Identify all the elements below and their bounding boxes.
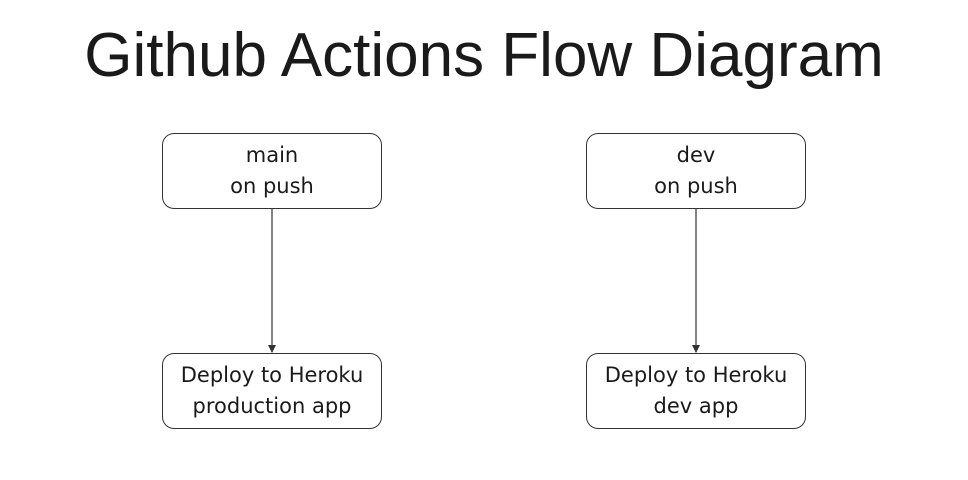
diagram-title: Github Actions Flow Diagram (84, 21, 884, 90)
node-label-line1: Deploy to Heroku (604, 363, 788, 387)
node-label-line2: on push (654, 174, 738, 198)
deploy-production-node: Deploy to Heroku production app (162, 353, 382, 429)
node-label-line2: dev app (653, 394, 739, 418)
dev-push-trigger-node: dev on push (586, 133, 806, 209)
node-label-line2: on push (230, 174, 314, 198)
node-label-line2: production app (192, 394, 352, 418)
node-label-line1: dev (676, 143, 716, 167)
node-label-line1: Deploy to Heroku (180, 363, 364, 387)
deploy-dev-node: Deploy to Heroku dev app (586, 353, 806, 429)
node-label-line1: main (245, 143, 299, 167)
main-push-trigger-node: main on push (162, 133, 382, 209)
